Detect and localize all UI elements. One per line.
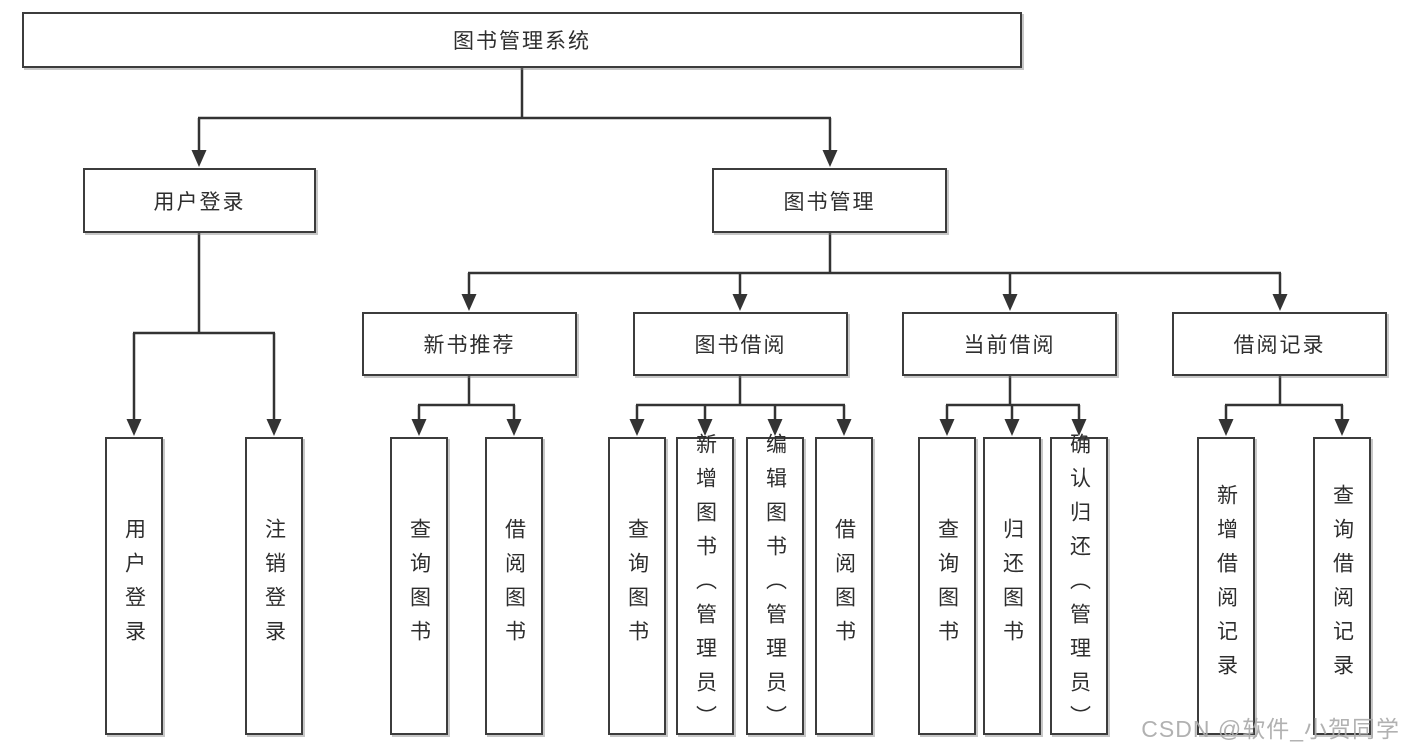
leaf-query-books-current: 查询图书 <box>918 437 976 735</box>
leaf-borrow-books: 借阅图书 <box>815 437 873 735</box>
node-label: 当前借阅 <box>963 334 1056 357</box>
node-user-login: 用户登录 <box>83 168 316 233</box>
leaf-borrow-books-recommend: 借阅图书 <box>485 437 543 735</box>
node-system-root: 图书管理系统 <box>22 12 1022 68</box>
leaf-return-book: 归还图书 <box>983 437 1041 735</box>
leaf-add-book-admin: 新增图书（管理员） <box>676 433 734 739</box>
node-borrow-records: 借阅记录 <box>1172 312 1387 376</box>
leaf-logout: 注销登录 <box>245 437 303 735</box>
node-label: 编辑图书（管理员） <box>763 433 787 739</box>
watermark: CSDN @软件_小贺同学 <box>1141 716 1400 742</box>
node-label: 新增借阅记录 <box>1214 484 1238 688</box>
leaf-confirm-return-admin: 确认归还（管理员） <box>1050 433 1108 739</box>
node-book-borrow: 图书借阅 <box>633 312 848 376</box>
leaf-query-books-borrow: 查询图书 <box>608 437 666 735</box>
node-label: 借阅图书 <box>832 518 856 654</box>
node-label: 确认归还（管理员） <box>1067 433 1091 739</box>
node-label: 借阅图书 <box>502 518 526 654</box>
node-label: 用户登录 <box>153 190 246 214</box>
node-new-book-recommend: 新书推荐 <box>362 312 577 376</box>
node-label: 图书管理 <box>783 190 876 214</box>
node-book-management: 图书管理 <box>712 168 947 233</box>
node-label: 新书推荐 <box>423 334 516 357</box>
arrowheads <box>126 150 1350 436</box>
node-label: 用户登录 <box>122 518 146 654</box>
node-label: 借阅记录 <box>1233 334 1326 357</box>
leaf-add-borrow-record: 新增借阅记录 <box>1197 437 1255 735</box>
node-label: 查询借阅记录 <box>1330 484 1354 688</box>
node-label: 图书借阅 <box>694 334 787 357</box>
connector-shafts <box>132 67 1344 423</box>
leaf-query-books-recommend: 查询图书 <box>390 437 448 735</box>
leaf-edit-book-admin: 编辑图书（管理员） <box>746 433 804 739</box>
node-label: 新增图书（管理员） <box>693 433 717 739</box>
node-label: 查询图书 <box>407 518 431 654</box>
node-label: 注销登录 <box>262 518 286 654</box>
leaf-user-login: 用户登录 <box>105 437 163 735</box>
node-label: 查询图书 <box>935 518 959 654</box>
node-label: 归还图书 <box>1000 518 1024 654</box>
node-current-borrow: 当前借阅 <box>902 312 1117 376</box>
leaf-query-borrow-record: 查询借阅记录 <box>1313 437 1371 735</box>
node-label: 查询图书 <box>625 518 649 654</box>
node-label: 图书管理系统 <box>453 30 591 53</box>
